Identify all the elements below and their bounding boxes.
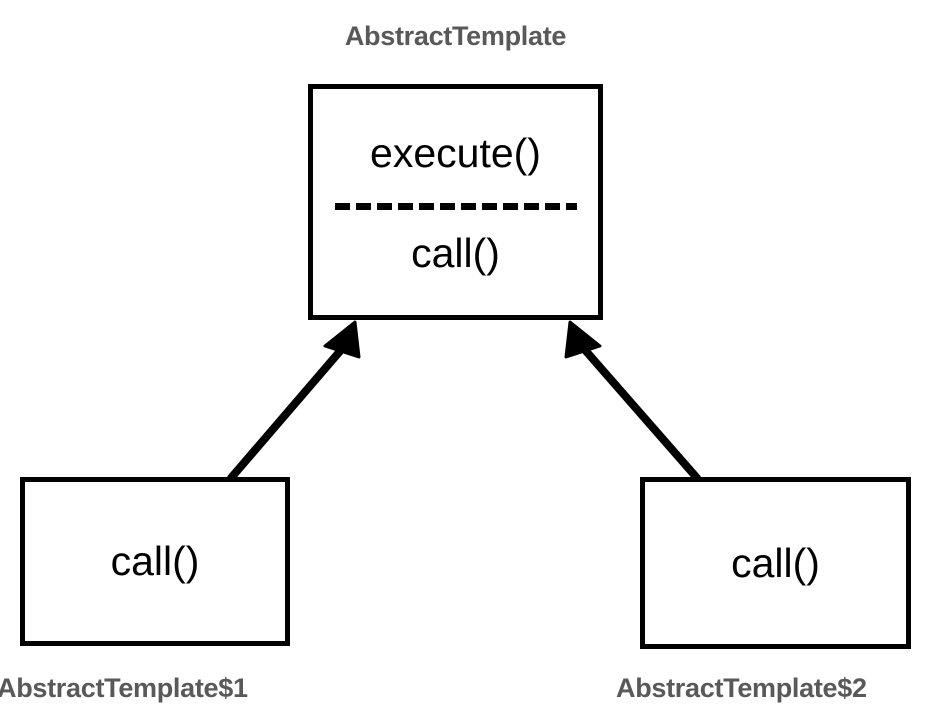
generalization-arrowhead-child1	[323, 320, 361, 359]
class-box-abstracttemplate-2[interactable]: call()	[640, 477, 911, 649]
generalization-line-child2	[581, 346, 701, 482]
class-label-abstracttemplate-2: AbstractTemplate$2	[616, 673, 867, 703]
member-separator-dashed	[335, 203, 577, 210]
class-box-abstracttemplate[interactable]: execute() call()	[308, 84, 603, 320]
generalization-arrow-child1	[227, 320, 361, 482]
member-call: call()	[110, 538, 200, 584]
generalization-arrowhead-child2	[564, 320, 602, 359]
member-call: call()	[731, 540, 820, 586]
generalization-line-child1	[227, 346, 345, 482]
class-label-abstracttemplate-1: AbstractTemplate$1	[0, 673, 248, 703]
generalization-arrow-child2	[564, 320, 701, 482]
member-call: call()	[411, 230, 500, 276]
member-execute: execute()	[370, 130, 541, 176]
class-label-abstracttemplate: AbstractTemplate	[344, 21, 567, 51]
class-box-abstracttemplate-1[interactable]: call()	[20, 477, 290, 646]
